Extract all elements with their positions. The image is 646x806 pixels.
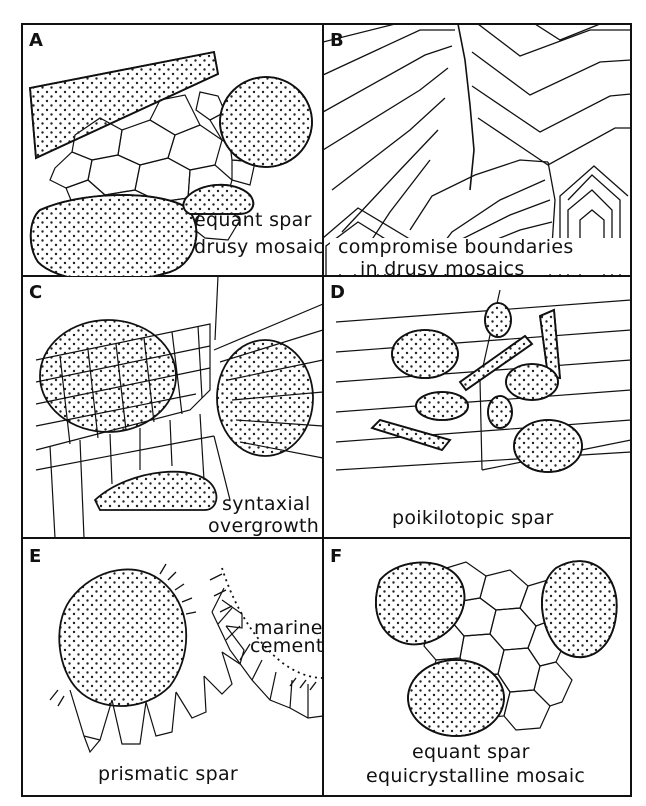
panel-e-annotation-line2: cement — [250, 635, 324, 657]
panel-b: B compromise boundaries in drusy mosaics — [323, 24, 631, 280]
panel-c-letter: C — [29, 282, 42, 303]
panel-f-grains — [376, 561, 617, 736]
panel-f-caption-line1: equant spar — [412, 741, 530, 763]
panel-a: A equant spar drusy mosaic — [29, 30, 324, 281]
panel-c: C syntaxial overgrowth — [29, 276, 323, 538]
panel-b-letter: B — [330, 30, 344, 51]
panel-f-caption-line2: equicrystalline mosaic — [366, 765, 585, 787]
panel-d-grains — [372, 303, 582, 472]
panel-b-caption-line1: compromise boundaries — [338, 236, 574, 258]
panel-d: D poikilotopic spar — [330, 282, 631, 529]
panel-f-letter: F — [330, 546, 342, 567]
panel-d-letter: D — [330, 282, 345, 303]
panel-a-letter: A — [29, 30, 43, 51]
panel-d-crystal-lines — [336, 290, 631, 470]
panel-a-caption-line2: drusy mosaic — [194, 236, 324, 258]
panel-c-caption-line1: syntaxial — [222, 493, 310, 515]
panel-c-caption-line2: overgrowth — [208, 515, 319, 537]
panel-d-caption: poikilotopic spar — [392, 507, 554, 529]
panel-e-letter: E — [29, 546, 41, 567]
panel-f: F equant spar equicrystalline mosaic — [330, 546, 617, 787]
panel-a-caption-line1: equant spar — [194, 209, 312, 231]
panel-c-grains — [40, 320, 313, 510]
panel-e: E marine cement prismatic spar — [29, 546, 324, 785]
panel-e-caption: prismatic spar — [98, 763, 238, 785]
